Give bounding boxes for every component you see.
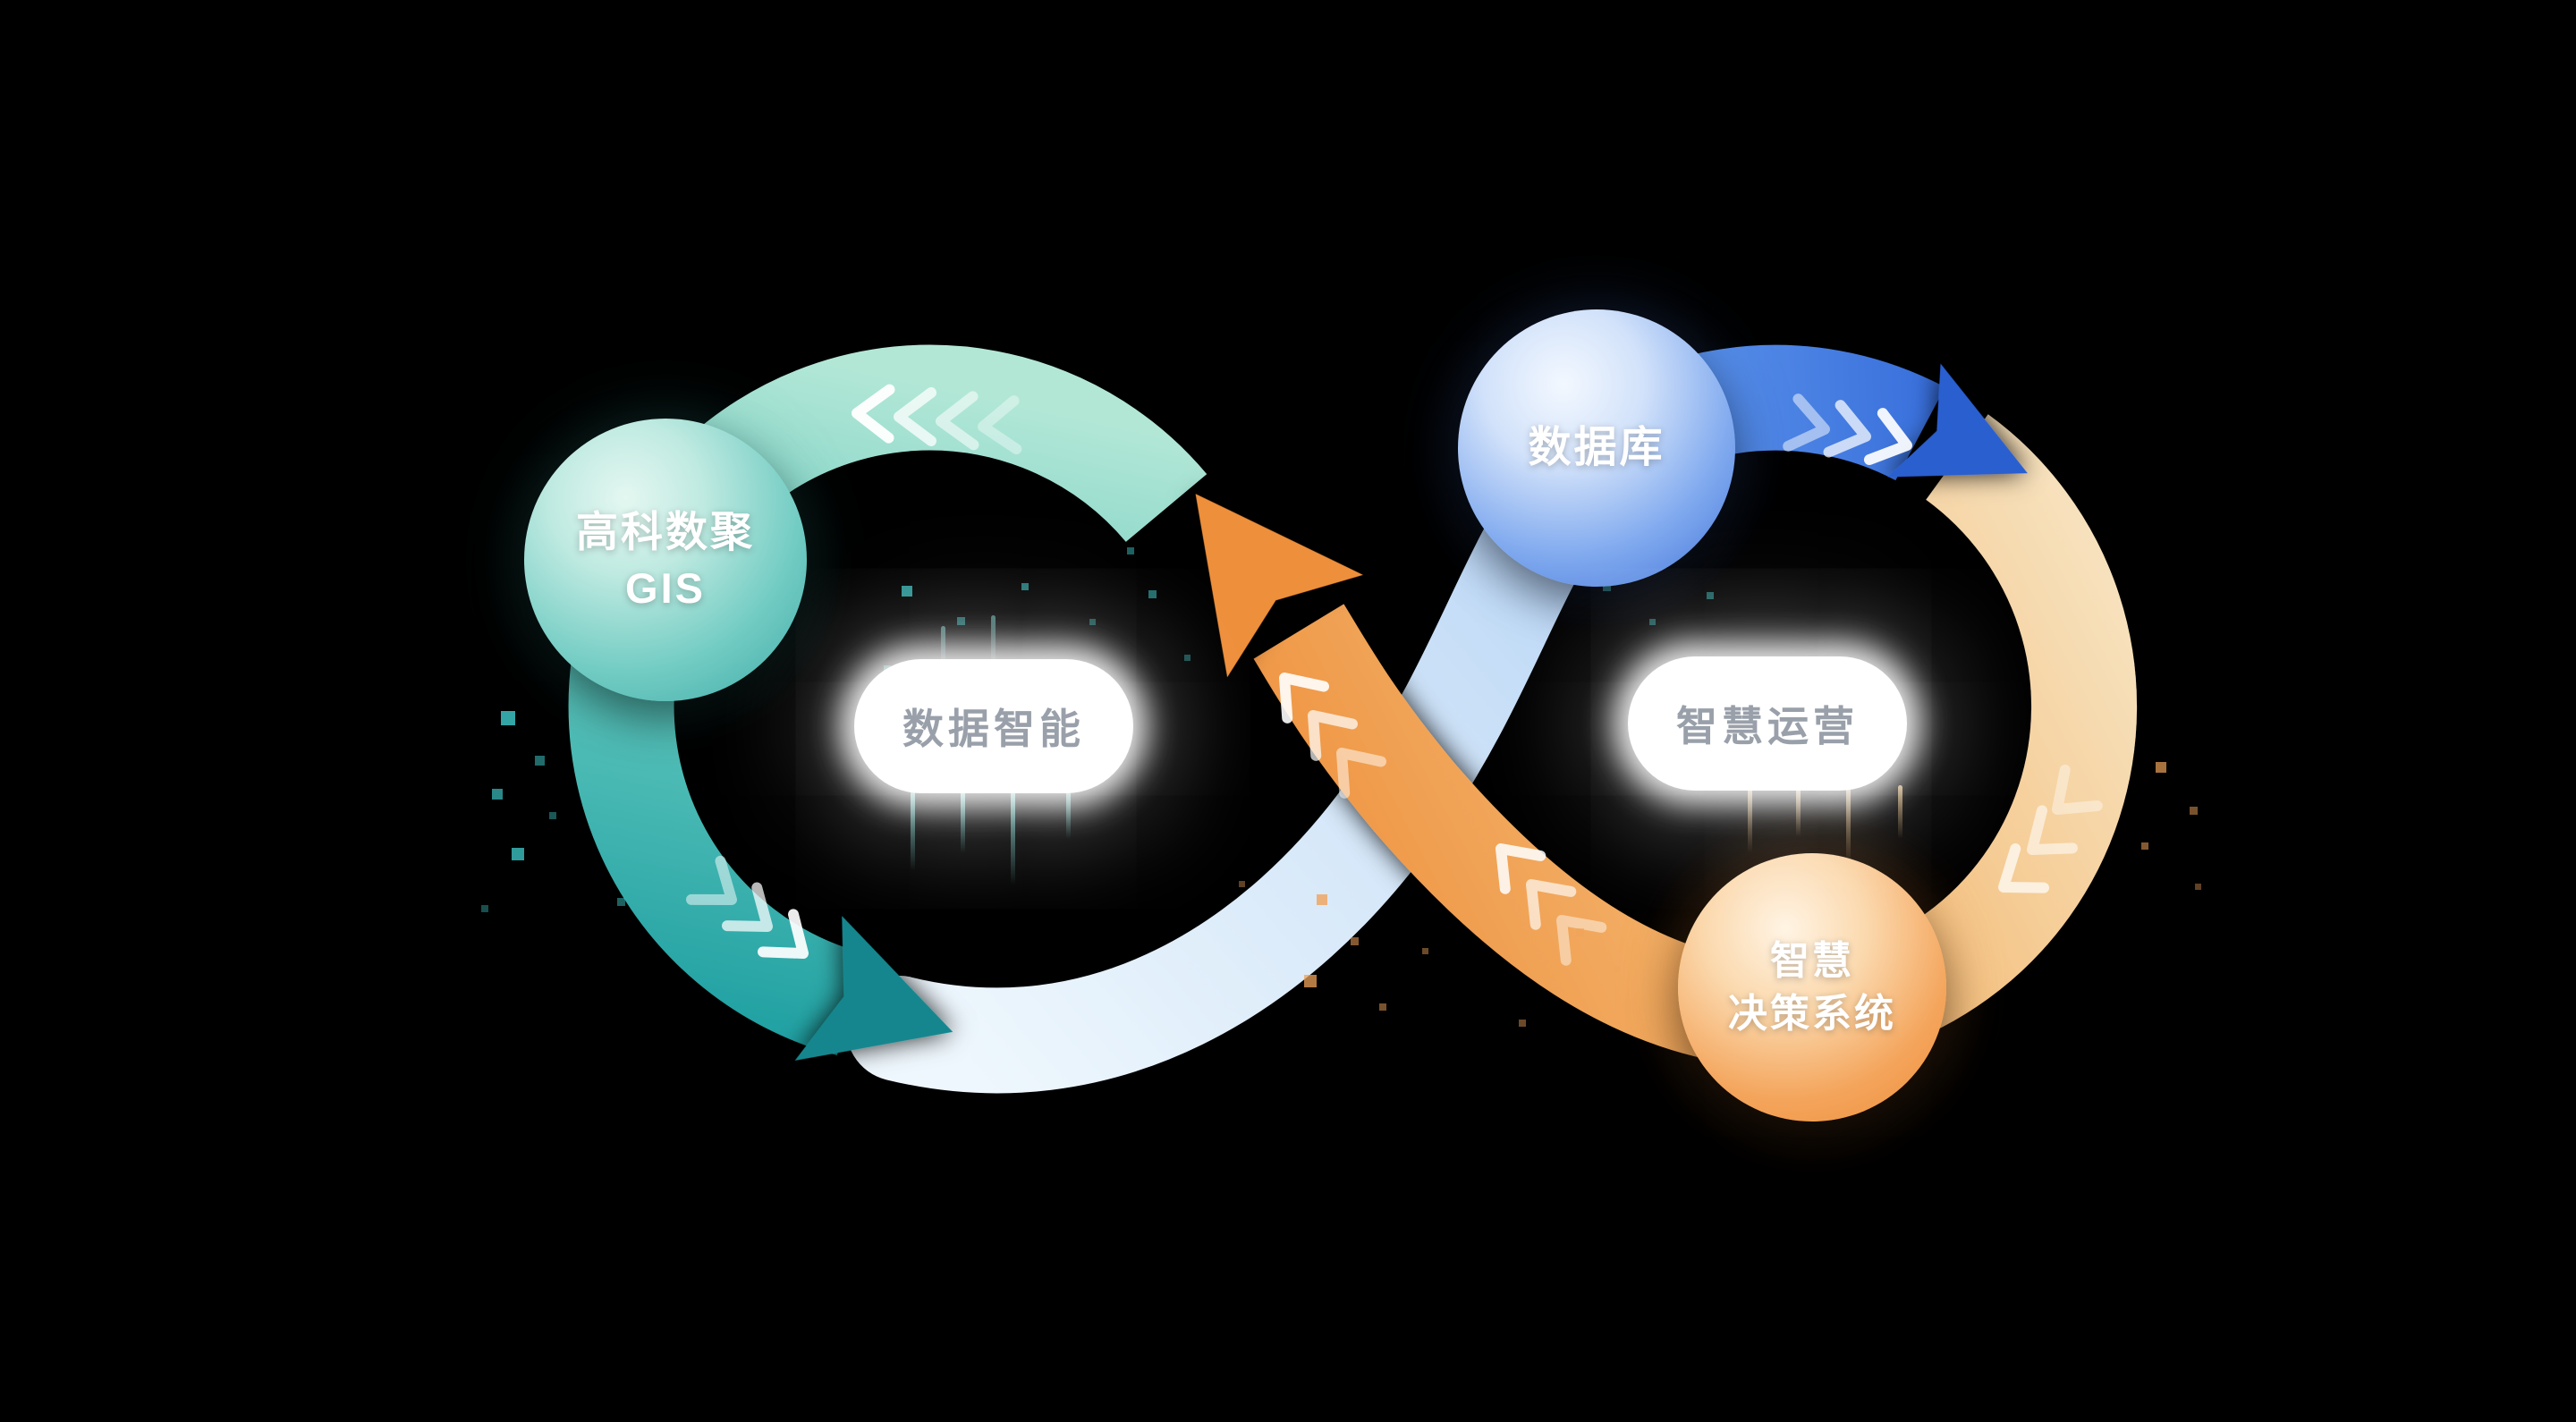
arrowhead-blue-icon [1887,363,2028,478]
streaks-teal [911,615,1071,885]
streaks-tan [1748,780,1902,866]
node-decision-label-line2: 决策系统 [1728,992,1896,1036]
node-gis-sphere: 高科数聚 GIS [524,419,807,701]
node-database-label: 数据库 [1528,423,1665,471]
node-decision-sphere: 智慧 决策系统 [1678,853,1946,1122]
flow-band-light [846,444,1618,1094]
arrowhead-orange-icon [1195,494,1363,678]
label-right-loop: 智慧运营 [1628,656,1907,791]
arrowhead-teal-icon [794,916,953,1061]
label-left-loop: 数据智能 [854,659,1133,793]
label-left-loop-text: 数据智能 [902,706,1085,752]
label-right-loop-text: 智慧运营 [1676,703,1859,749]
node-gis-label-line2: GIS [625,564,706,612]
node-database-sphere: 数据库 [1458,309,1735,587]
node-gis-label-line1: 高科数聚 [576,507,755,555]
node-decision-label-line1: 智慧 [1770,938,1854,983]
